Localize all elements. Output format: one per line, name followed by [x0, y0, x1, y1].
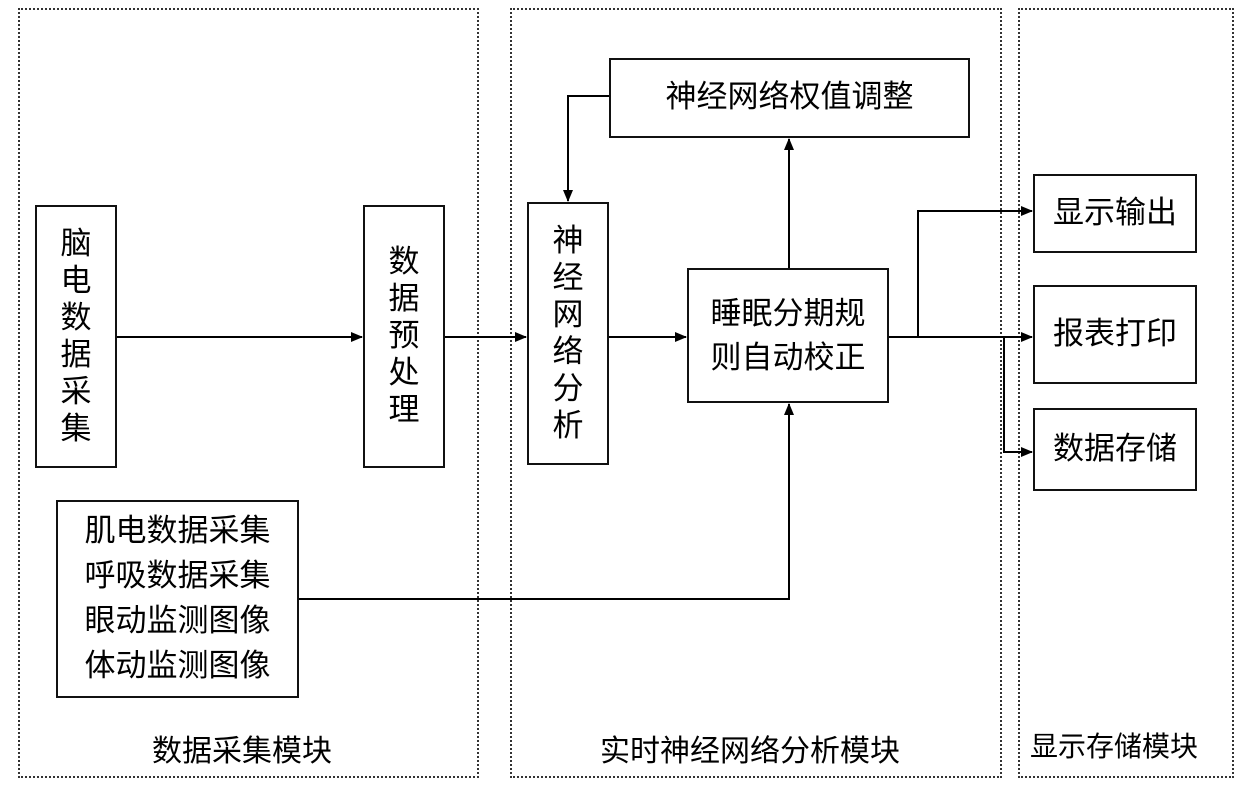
- sleep-stage-correction-box: 睡眠分期规则自动校正: [687, 268, 889, 403]
- emg-acquisition-label: 肌电数据采集: [85, 509, 271, 554]
- weight-adjust-label: 神经网络权值调整: [666, 79, 914, 116]
- display-module: [1018, 8, 1234, 778]
- preprocessing-box: 数据预处理: [363, 205, 445, 468]
- sleep-stage-correction-label: 睡眠分期规则自动校正: [707, 292, 868, 380]
- analysis-module-label: 实时神经网络分析模块: [600, 737, 900, 767]
- eeg-acquisition-label: 脑电数据采集: [59, 226, 93, 448]
- eye-movement-image-label: 眼动监测图像: [85, 599, 271, 644]
- body-movement-image-label: 体动监测图像: [85, 644, 271, 689]
- eeg-acquisition-box: 脑电数据采集: [35, 205, 117, 468]
- report-print-box: 报表打印: [1033, 285, 1197, 384]
- display-output-box: 显示输出: [1033, 174, 1197, 253]
- other-signals-box: 肌电数据采集 呼吸数据采集 眼动监测图像 体动监测图像: [56, 500, 299, 698]
- data-storage-box: 数据存储: [1033, 408, 1197, 491]
- preprocessing-label: 数据预处理: [387, 244, 421, 429]
- display-output-label: 显示输出: [1053, 195, 1177, 232]
- respiration-acquisition-label: 呼吸数据采集: [85, 554, 271, 599]
- nn-analysis-box: 神经网络分析: [527, 202, 609, 465]
- nn-analysis-label: 神经网络分析: [551, 223, 585, 445]
- display-module-label: 显示存储模块: [1030, 733, 1198, 761]
- weight-adjust-box: 神经网络权值调整: [609, 58, 970, 138]
- data-storage-label: 数据存储: [1053, 431, 1177, 468]
- other-signals-list: 肌电数据采集 呼吸数据采集 眼动监测图像 体动监测图像: [85, 509, 271, 689]
- report-print-label: 报表打印: [1053, 316, 1177, 353]
- acquisition-module-label: 数据采集模块: [152, 737, 332, 767]
